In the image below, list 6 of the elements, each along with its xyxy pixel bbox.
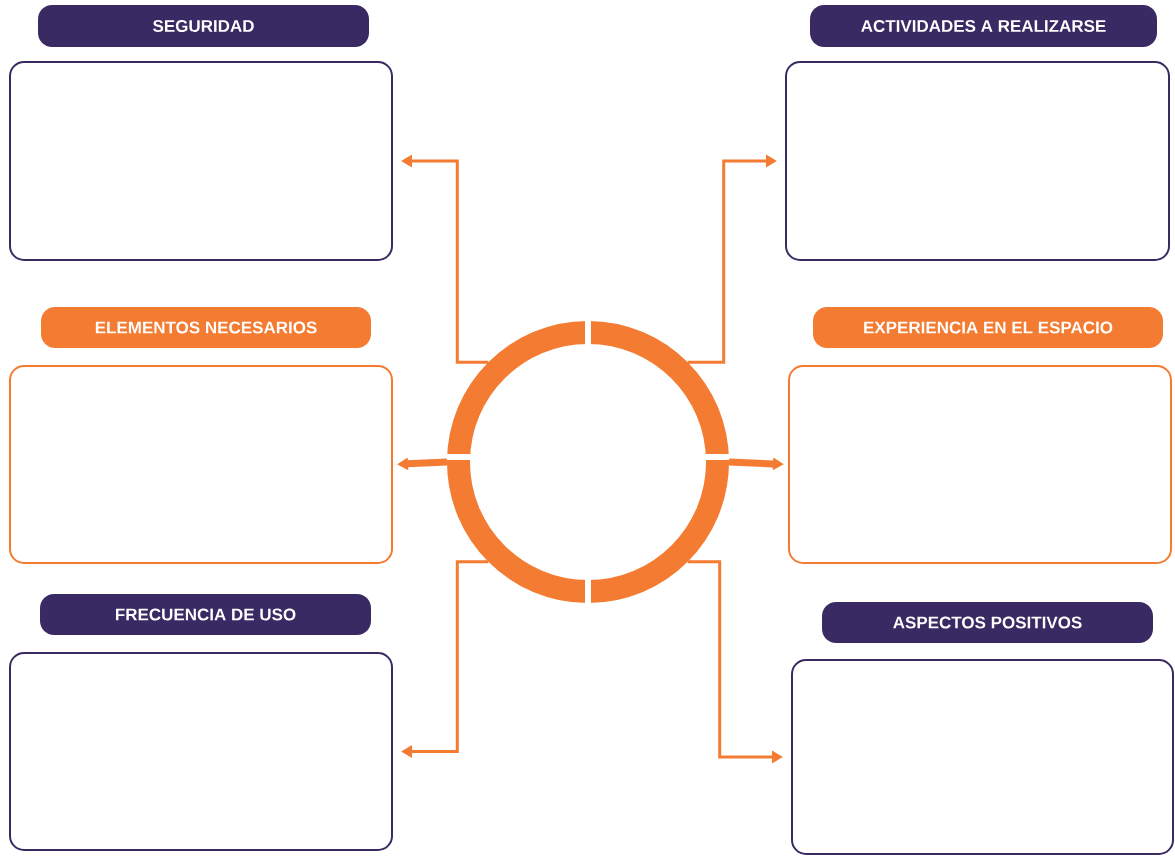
heading-pill: ASPECTOS POSITIVOS <box>822 602 1153 643</box>
heading-pill: ELEMENTOS NECESARIOS <box>41 307 371 348</box>
heading-pill: EXPERIENCIA EN EL ESPACIO <box>813 307 1163 348</box>
heading-pill: FRECUENCIA DE USO <box>40 594 371 635</box>
heading-pill: SEGURIDAD <box>38 5 369 47</box>
heading-pill: ACTIVIDADES A REALIZARSE <box>810 5 1157 47</box>
